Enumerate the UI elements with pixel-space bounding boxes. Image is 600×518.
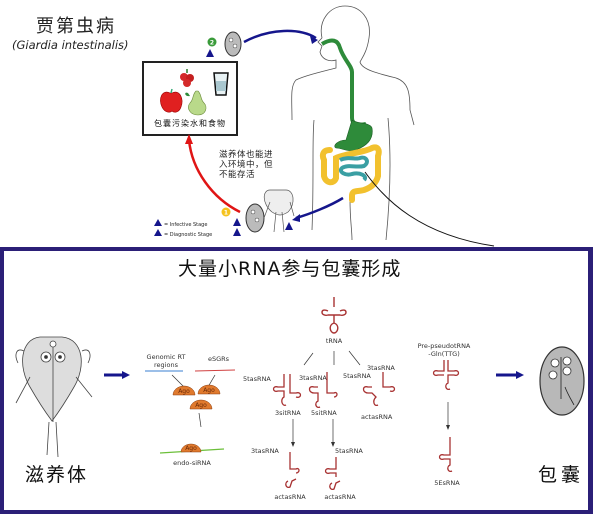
human-body-outline <box>291 5 415 241</box>
ago-3 <box>189 399 213 410</box>
apple-icon <box>160 88 183 113</box>
5esrna-label: 5EsRNA <box>434 479 460 487</box>
svg-text:Ago: Ago <box>203 387 215 394</box>
arrow-rna-to-cyst-head <box>516 371 524 379</box>
ingestion-arrow <box>243 29 317 44</box>
food-water-icons <box>160 69 229 116</box>
figure-title-latin: (Giardia intestinalis) <box>12 38 129 52</box>
food-box-label: 包囊污染水和食物 <box>154 119 226 128</box>
esgr-line <box>194 369 236 372</box>
cyst-label: 包囊 <box>538 464 585 486</box>
esgrs-label: eSGRs <box>208 355 230 363</box>
diagnostic-stage-marker-cyst <box>233 228 241 236</box>
stage-legend: = Infective Stage = Diagnostic Stage <box>154 219 212 238</box>
water-glass-icon <box>213 72 229 96</box>
pseudotrna-structure <box>432 360 460 391</box>
cyst-step2-icon <box>224 31 242 57</box>
ago-bound <box>180 443 202 453</box>
raspberry-icon <box>180 69 194 87</box>
step1-badge <box>221 207 231 217</box>
step2-badge <box>207 37 217 47</box>
cyst-step1-icon <box>245 203 265 233</box>
figure-title-cn: 贾第虫病 <box>36 16 116 37</box>
pointer-line <box>364 171 495 247</box>
arrow-troph-to-rna-head <box>122 371 130 379</box>
large-intestine <box>319 144 382 203</box>
endo-sirna-label: endo-siRNA <box>173 459 211 467</box>
legend-diagnostic-icon <box>154 229 162 236</box>
trophozoite-large-icon <box>15 336 93 458</box>
branch-3tasrna-2: 3tasRNA <box>367 364 395 372</box>
trophozoite-environment-note: 滋养体也能进入环境中，但不能存活 <box>219 150 274 180</box>
excretion-arrow <box>295 196 344 220</box>
infective-stage-marker-bottom <box>233 218 241 226</box>
environment-arrow <box>187 139 241 214</box>
second-level-structures <box>285 452 341 491</box>
legend-infective-icon <box>154 219 162 226</box>
environment-arrowhead <box>185 134 193 144</box>
trophozoite-label: 滋养体 <box>25 464 89 486</box>
legend-infective-label: = Infective Stage <box>164 222 207 228</box>
small-rna-panel <box>0 247 593 514</box>
excretion-arrowhead <box>292 214 300 222</box>
pear-icon <box>185 90 207 116</box>
ago-proteins: Ago Ago Ago <box>172 384 221 410</box>
branch-3tasrna-1: 3tasRNA <box>299 374 327 382</box>
trophozoite-small-icon <box>263 189 295 233</box>
trna-root-structure <box>321 297 347 334</box>
small-intestine <box>339 155 369 182</box>
panel-title: 大量小RNA参与包囊形成 <box>178 258 402 280</box>
life-cycle-diagram: 2 1 = Infective Stage = Diagnostic Stage <box>154 5 495 247</box>
pseudotrna-label: Pre-pseudotRNA-Gln(TTG) <box>418 342 471 358</box>
svg-text:Ago: Ago <box>195 402 207 409</box>
trna-label: tRNA <box>326 337 343 345</box>
step1-number: 1 <box>224 210 228 217</box>
ago-1 <box>172 385 196 396</box>
second-5tasrna: 5tasRNA <box>335 447 363 455</box>
esophagus <box>320 38 367 127</box>
product-3sitrna: 3sitRNA <box>275 409 301 417</box>
trna-fragment-structures <box>272 372 396 409</box>
5esrna-structure <box>438 437 453 473</box>
stomach <box>334 119 373 151</box>
second-actasrna-2: actasRNA <box>324 493 356 501</box>
contaminated-food-water-box: 包囊污染水和食物 <box>142 61 238 136</box>
svg-text:Ago: Ago <box>185 445 197 452</box>
ago-2 <box>197 384 221 395</box>
product-5sitrna: 5sitRNA <box>311 409 337 417</box>
cyst-large-icon <box>539 346 585 416</box>
diagnostic-stage-marker-troph <box>285 222 293 230</box>
ingestion-arrowhead <box>310 36 318 44</box>
step2-number: 2 <box>210 40 214 47</box>
product-actasrna: actasRNA <box>361 413 393 421</box>
infective-stage-marker-top <box>206 49 214 57</box>
second-3tasrna: 3tasRNA <box>251 447 279 455</box>
second-actasrna-1: actasRNA <box>274 493 306 501</box>
branch-5tasrna-1: 5tasRNA <box>243 375 271 383</box>
svg-text:Ago: Ago <box>178 388 190 395</box>
branch-5tasrna-2: 5tasRNA <box>343 372 371 380</box>
legend-diagnostic-label: = Diagnostic Stage <box>164 232 212 238</box>
